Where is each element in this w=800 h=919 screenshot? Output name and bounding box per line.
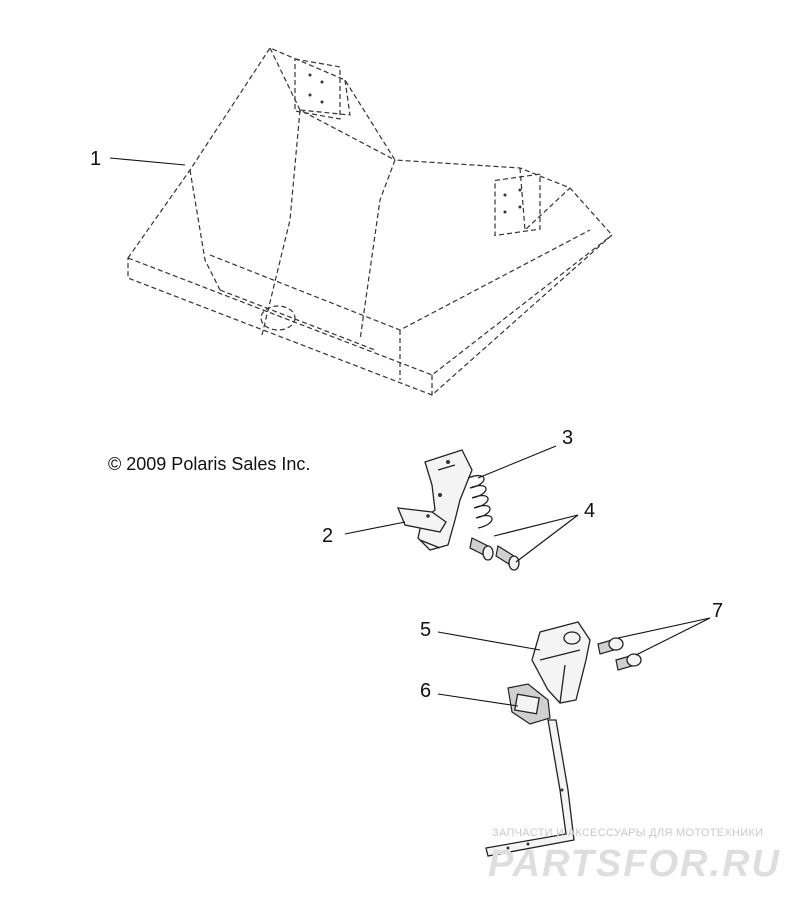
callout-3: 3 [562, 427, 573, 449]
callout-5: 5 [420, 619, 431, 641]
callout-6: 6 [420, 680, 431, 702]
hinge-bracket [531, 621, 591, 704]
copyright-text: © 2009 Polaris Sales Inc. [108, 454, 310, 474]
watermark-tagline: ЗАПЧАСТИ И АКСЕССУАРЫ ДЛЯ МОТОТЕХНИКИ [492, 827, 763, 839]
leader-lines [109, 157, 711, 707]
latch-spring [467, 474, 493, 529]
callout-2: 2 [322, 525, 333, 547]
callout-1: 1 [90, 148, 101, 170]
screws [469, 537, 520, 571]
callout-7: 7 [712, 600, 723, 622]
bolts [597, 637, 642, 671]
latch-bracket [396, 449, 473, 551]
callout-4: 4 [584, 500, 595, 522]
hood-panel [127, 47, 613, 396]
watermark-brand: PARTSFOR.RU [488, 843, 781, 885]
release-rod [485, 683, 575, 857]
